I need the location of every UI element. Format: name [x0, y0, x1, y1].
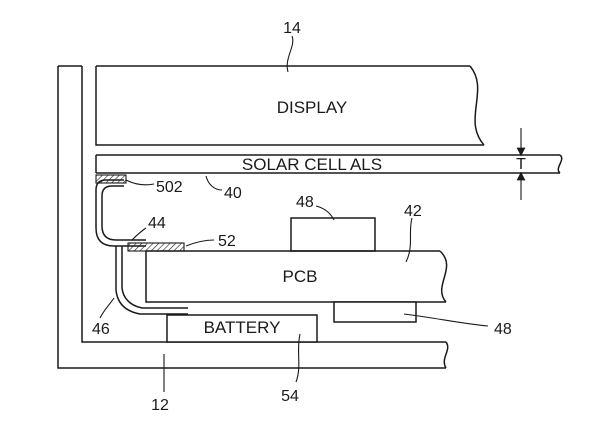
pcb-42: PCB: [145, 250, 448, 303]
ref-48-right: 48: [494, 321, 512, 338]
leader-40: [205, 175, 223, 191]
reference-numerals: 14 502 40 48 42 44 52 46 48 12 54: [92, 20, 512, 414]
contact-pad-502: [95, 174, 127, 184]
display-label: DISPLAY: [277, 98, 348, 117]
display-14: DISPLAY: [95, 65, 485, 146]
ref-54: 54: [281, 388, 299, 405]
thickness-dimension: T: [510, 128, 532, 200]
component-48-top: [290, 217, 376, 252]
battery-54: BATTERY: [166, 314, 318, 343]
battery-label: BATTERY: [204, 318, 281, 337]
component-48-bottom: [333, 301, 417, 323]
ref-502: 502: [156, 179, 183, 196]
housing-12: [57, 65, 449, 369]
leader-14: [286, 35, 294, 73]
solar-cell-als-40: SOLAR CELL ALS: [95, 154, 563, 174]
leader-48-right: [403, 313, 489, 327]
ref-48-top: 48: [296, 194, 314, 211]
leader-42: [405, 217, 413, 263]
ref-40: 40: [224, 185, 242, 202]
solar-cell-als-label: SOLAR CELL ALS: [242, 155, 382, 174]
leader-52: [185, 239, 215, 247]
cable-46: [115, 246, 188, 315]
pcb-label: PCB: [283, 267, 318, 286]
leader-502: [125, 179, 155, 186]
contact-pad-52: [127, 242, 185, 252]
ref-14: 14: [283, 20, 301, 37]
leader-54: [295, 333, 301, 383]
leader-44: [131, 227, 147, 241]
flex-connector-44: [95, 179, 146, 247]
leader-46: [99, 297, 115, 319]
ref-44: 44: [148, 215, 166, 232]
ref-46: 46: [92, 321, 110, 338]
ref-52: 52: [218, 233, 236, 250]
thickness-label: T: [516, 156, 526, 173]
leader-48-top: [315, 205, 335, 221]
ref-12: 12: [151, 397, 169, 414]
leader-lines: [99, 35, 489, 392]
ref-42: 42: [404, 203, 422, 220]
